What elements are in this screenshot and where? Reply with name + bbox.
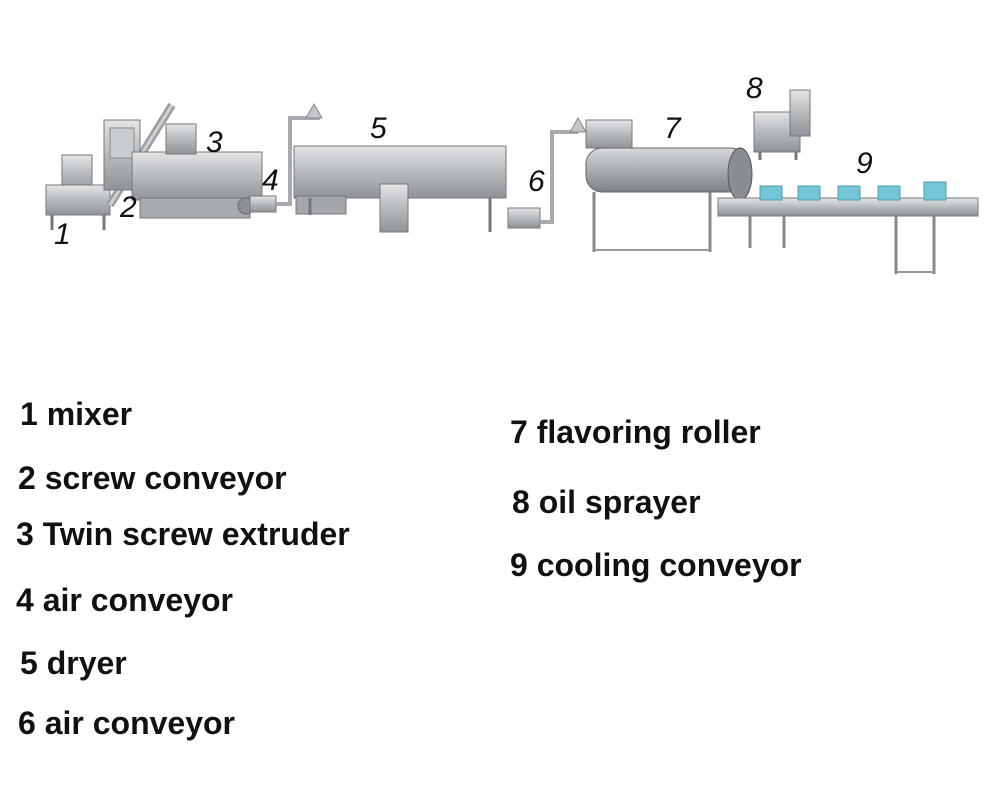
legend-item-twin-screw-extruder: 3 Twin screw extruder [16,516,350,552]
air-conveyor-machine-6 [507,116,587,229]
callout-1: 1 [54,218,71,251]
callout-8: 8 [746,72,763,105]
legend-item-air-conveyor-4: 4 air conveyor [16,582,233,618]
legend-item-oil-sprayer: 8 oil sprayer [512,484,701,520]
production-line-illustration [45,89,979,274]
legend-item-mixer: 1 mixer [20,396,133,432]
air-conveyor-machine-4 [249,102,323,213]
legend-item-air-conveyor-6: 6 air conveyor [18,705,235,741]
callout-5: 5 [370,112,387,145]
legend-item-flavoring-roller: 7 flavoring roller [510,414,761,450]
callout-9: 9 [856,147,873,180]
callout-2: 2 [120,191,137,224]
twin-screw-extruder-machine [131,123,263,219]
callout-6: 6 [528,165,545,198]
callout-4: 4 [262,164,279,197]
oil-sprayer-machine [753,89,811,160]
legend-item-cooling-conveyor: 9 cooling conveyor [510,547,802,583]
dryer-machine [293,145,507,233]
callout-3: 3 [206,126,223,159]
mixer-machine [45,154,111,230]
legend-item-screw-conveyor: 2 screw conveyor [18,460,287,496]
flavoring-roller-machine [585,119,753,252]
legend-item-dryer: 5 dryer [20,645,127,681]
cooling-conveyor-machine [717,181,979,274]
callout-7: 7 [664,112,681,145]
